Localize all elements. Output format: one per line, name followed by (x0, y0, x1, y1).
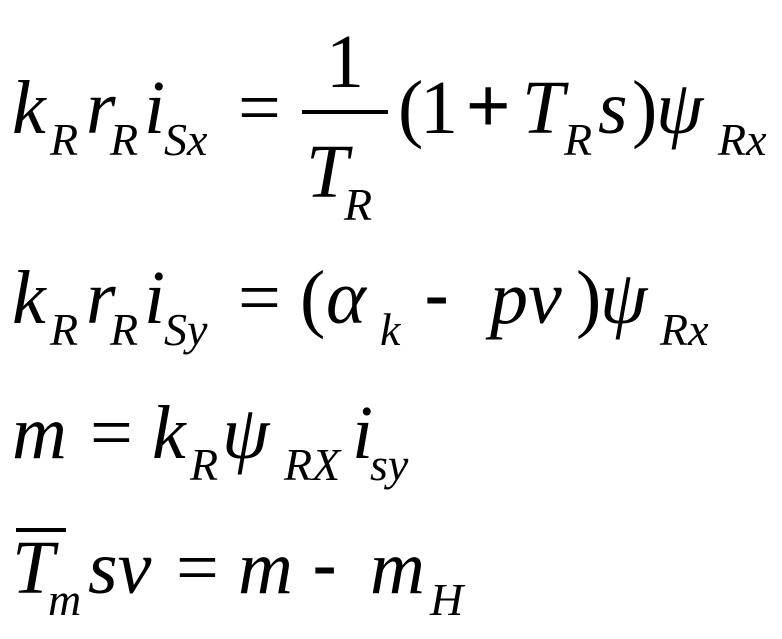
eq3-k: k (152, 391, 186, 475)
eq4-equals: = (176, 526, 219, 610)
eq1-fraction-numerator: 1 (326, 20, 364, 104)
eq2-psi: ψ (600, 256, 648, 340)
equation-4: T m sv = m - m H (0, 460, 782, 623)
eq2-alpha-subscript: k (380, 304, 401, 355)
eq1-plus: + (466, 63, 511, 148)
eq3-m: m (12, 391, 67, 475)
eq1-one: 1 (420, 66, 458, 150)
eq2-r: r (86, 256, 116, 340)
eq2-i: i (144, 256, 166, 340)
eq1-fraction-bar (302, 110, 388, 114)
eq1-left-paren: ( (398, 66, 424, 150)
eq4-T-overbar (16, 528, 66, 532)
eq3-equals: = (90, 391, 133, 475)
eq2-k: k (12, 256, 46, 340)
eq1-k: k (12, 66, 46, 150)
eq1-fraction-denominator: T (306, 130, 349, 214)
eq4-m2: m (370, 526, 425, 610)
eq4-T-subscript: m (48, 574, 82, 625)
eq2-r-subscript: R (110, 304, 139, 355)
eq1-right-paren: ) (632, 66, 658, 150)
eq2-pv: pv (490, 256, 562, 340)
eq2-alpha: α (326, 256, 366, 340)
eq4-minus: - (312, 523, 338, 608)
eq3-psi-subscript: RX (284, 439, 341, 490)
eq2-i-subscript: Sy (164, 304, 208, 355)
eq4-sv: sv (88, 526, 152, 610)
eq3-i: i (352, 391, 374, 475)
eq1-equals: = (238, 66, 281, 150)
eq4-m: m (238, 526, 293, 610)
equation-3: m = k R ψ RX i sy (0, 325, 782, 488)
equation-2: k R r R i Sy = ( α k - pv ) ψ Rx (0, 190, 782, 353)
eq1-r-subscript: R (110, 114, 139, 165)
eq1-psi: ψ (656, 66, 704, 150)
eq1-T-subscript: R (564, 114, 593, 165)
eq1-T: T (522, 66, 565, 150)
eq4-T: T (12, 526, 55, 610)
eq2-right-paren: ) (576, 256, 602, 340)
eq3-k-subscript: R (190, 439, 219, 490)
eq3-psi: ψ (222, 391, 270, 475)
eq3-i-subscript: sy (370, 439, 409, 490)
eq2-equals: = (238, 256, 281, 340)
equation-1: k R r R i Sx = 1 T R ( 1 + T R s ) ψ Rx (0, 0, 782, 228)
eq1-i: i (144, 66, 166, 150)
eq2-k-subscript: R (50, 304, 79, 355)
eq1-fraction-denominator-subscript: R (344, 179, 373, 230)
eq1-i-subscript: Sx (164, 114, 208, 165)
eq2-psi-subscript: Rx (660, 304, 709, 355)
eq1-k-subscript: R (50, 114, 79, 165)
eq4-m2-subscript: H (430, 574, 464, 625)
eq1-s: s (598, 66, 628, 150)
eq1-psi-subscript: Rx (718, 114, 767, 165)
eq2-minus: - (424, 253, 450, 338)
eq2-left-paren: ( (300, 256, 326, 340)
eq1-r: r (86, 66, 116, 150)
